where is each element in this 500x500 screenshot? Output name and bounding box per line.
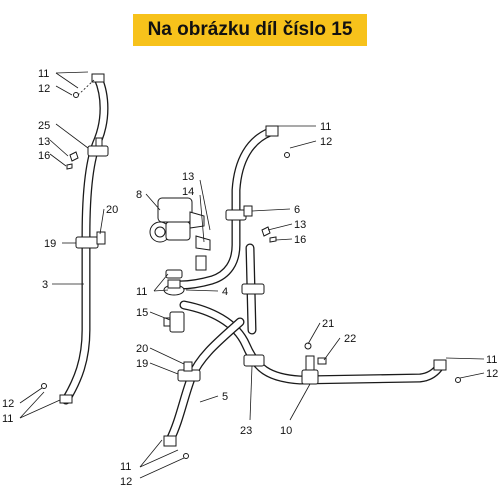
- label-22: 22: [344, 333, 356, 345]
- valve-14: [195, 235, 211, 271]
- screw-13-16-left: [66, 151, 79, 170]
- label-14: 14: [182, 186, 194, 198]
- clamp-6: [225, 205, 253, 221]
- fitting-top-right: [265, 125, 290, 158]
- clamp-10: [301, 355, 319, 385]
- clamp-4: [241, 283, 265, 295]
- clamp-23: [243, 354, 265, 367]
- hose-6: [175, 127, 275, 290]
- label-16: 16: [294, 234, 306, 246]
- fitting-bottom-center: [163, 435, 189, 459]
- title-text: Na obrázku díl číslo 15: [147, 19, 353, 40]
- label-19: 19: [44, 238, 56, 250]
- label-11: 11: [120, 461, 131, 473]
- label-20: 20: [106, 204, 118, 216]
- fitting-right: [433, 359, 461, 383]
- clamp-19-left: [75, 231, 106, 249]
- label-13: 13: [38, 136, 50, 148]
- label-8: 8: [136, 189, 142, 201]
- label-12: 12: [320, 136, 332, 148]
- label-11: 11: [136, 286, 147, 298]
- screw-13-16-right: [261, 226, 277, 243]
- label-12: 12: [486, 368, 498, 380]
- label-11: 11: [486, 354, 497, 366]
- label-12: 12: [120, 476, 132, 488]
- nut-11: [163, 269, 185, 296]
- part-labels: 11 12 25 13 16 20 19 3 12 11 8 13 14 11 …: [2, 68, 498, 488]
- clamp-19-center: [177, 361, 201, 382]
- label-23: 23: [240, 425, 252, 437]
- label-4: 4: [222, 286, 228, 298]
- label-25: 25: [38, 120, 50, 132]
- label-21: 21: [322, 318, 334, 330]
- label-5: 5: [222, 391, 228, 403]
- label-6: 6: [294, 204, 300, 216]
- label-13: 13: [182, 171, 194, 183]
- label-13: 13: [294, 219, 306, 231]
- label-16: 16: [38, 150, 50, 162]
- valve-15: [163, 311, 185, 333]
- label-11: 11: [320, 121, 331, 133]
- clamp-25: [87, 137, 109, 157]
- valve-8: [149, 197, 205, 243]
- label-15: 15: [136, 307, 148, 319]
- label-3: 3: [42, 279, 48, 291]
- hose-3: [61, 73, 109, 405]
- fitting-top-left: [73, 73, 105, 98]
- label-12: 12: [2, 398, 14, 410]
- label-19: 19: [136, 358, 148, 370]
- label-10: 10: [280, 425, 292, 437]
- label-20: 20: [136, 343, 148, 355]
- leader-lines: [19, 71, 485, 479]
- hose-4: [179, 300, 445, 385]
- label-11: 11: [2, 413, 13, 425]
- title-banner: Na obrázku díl číslo 15: [133, 14, 367, 46]
- label-12: 12: [38, 83, 50, 95]
- label-11: 11: [38, 68, 49, 80]
